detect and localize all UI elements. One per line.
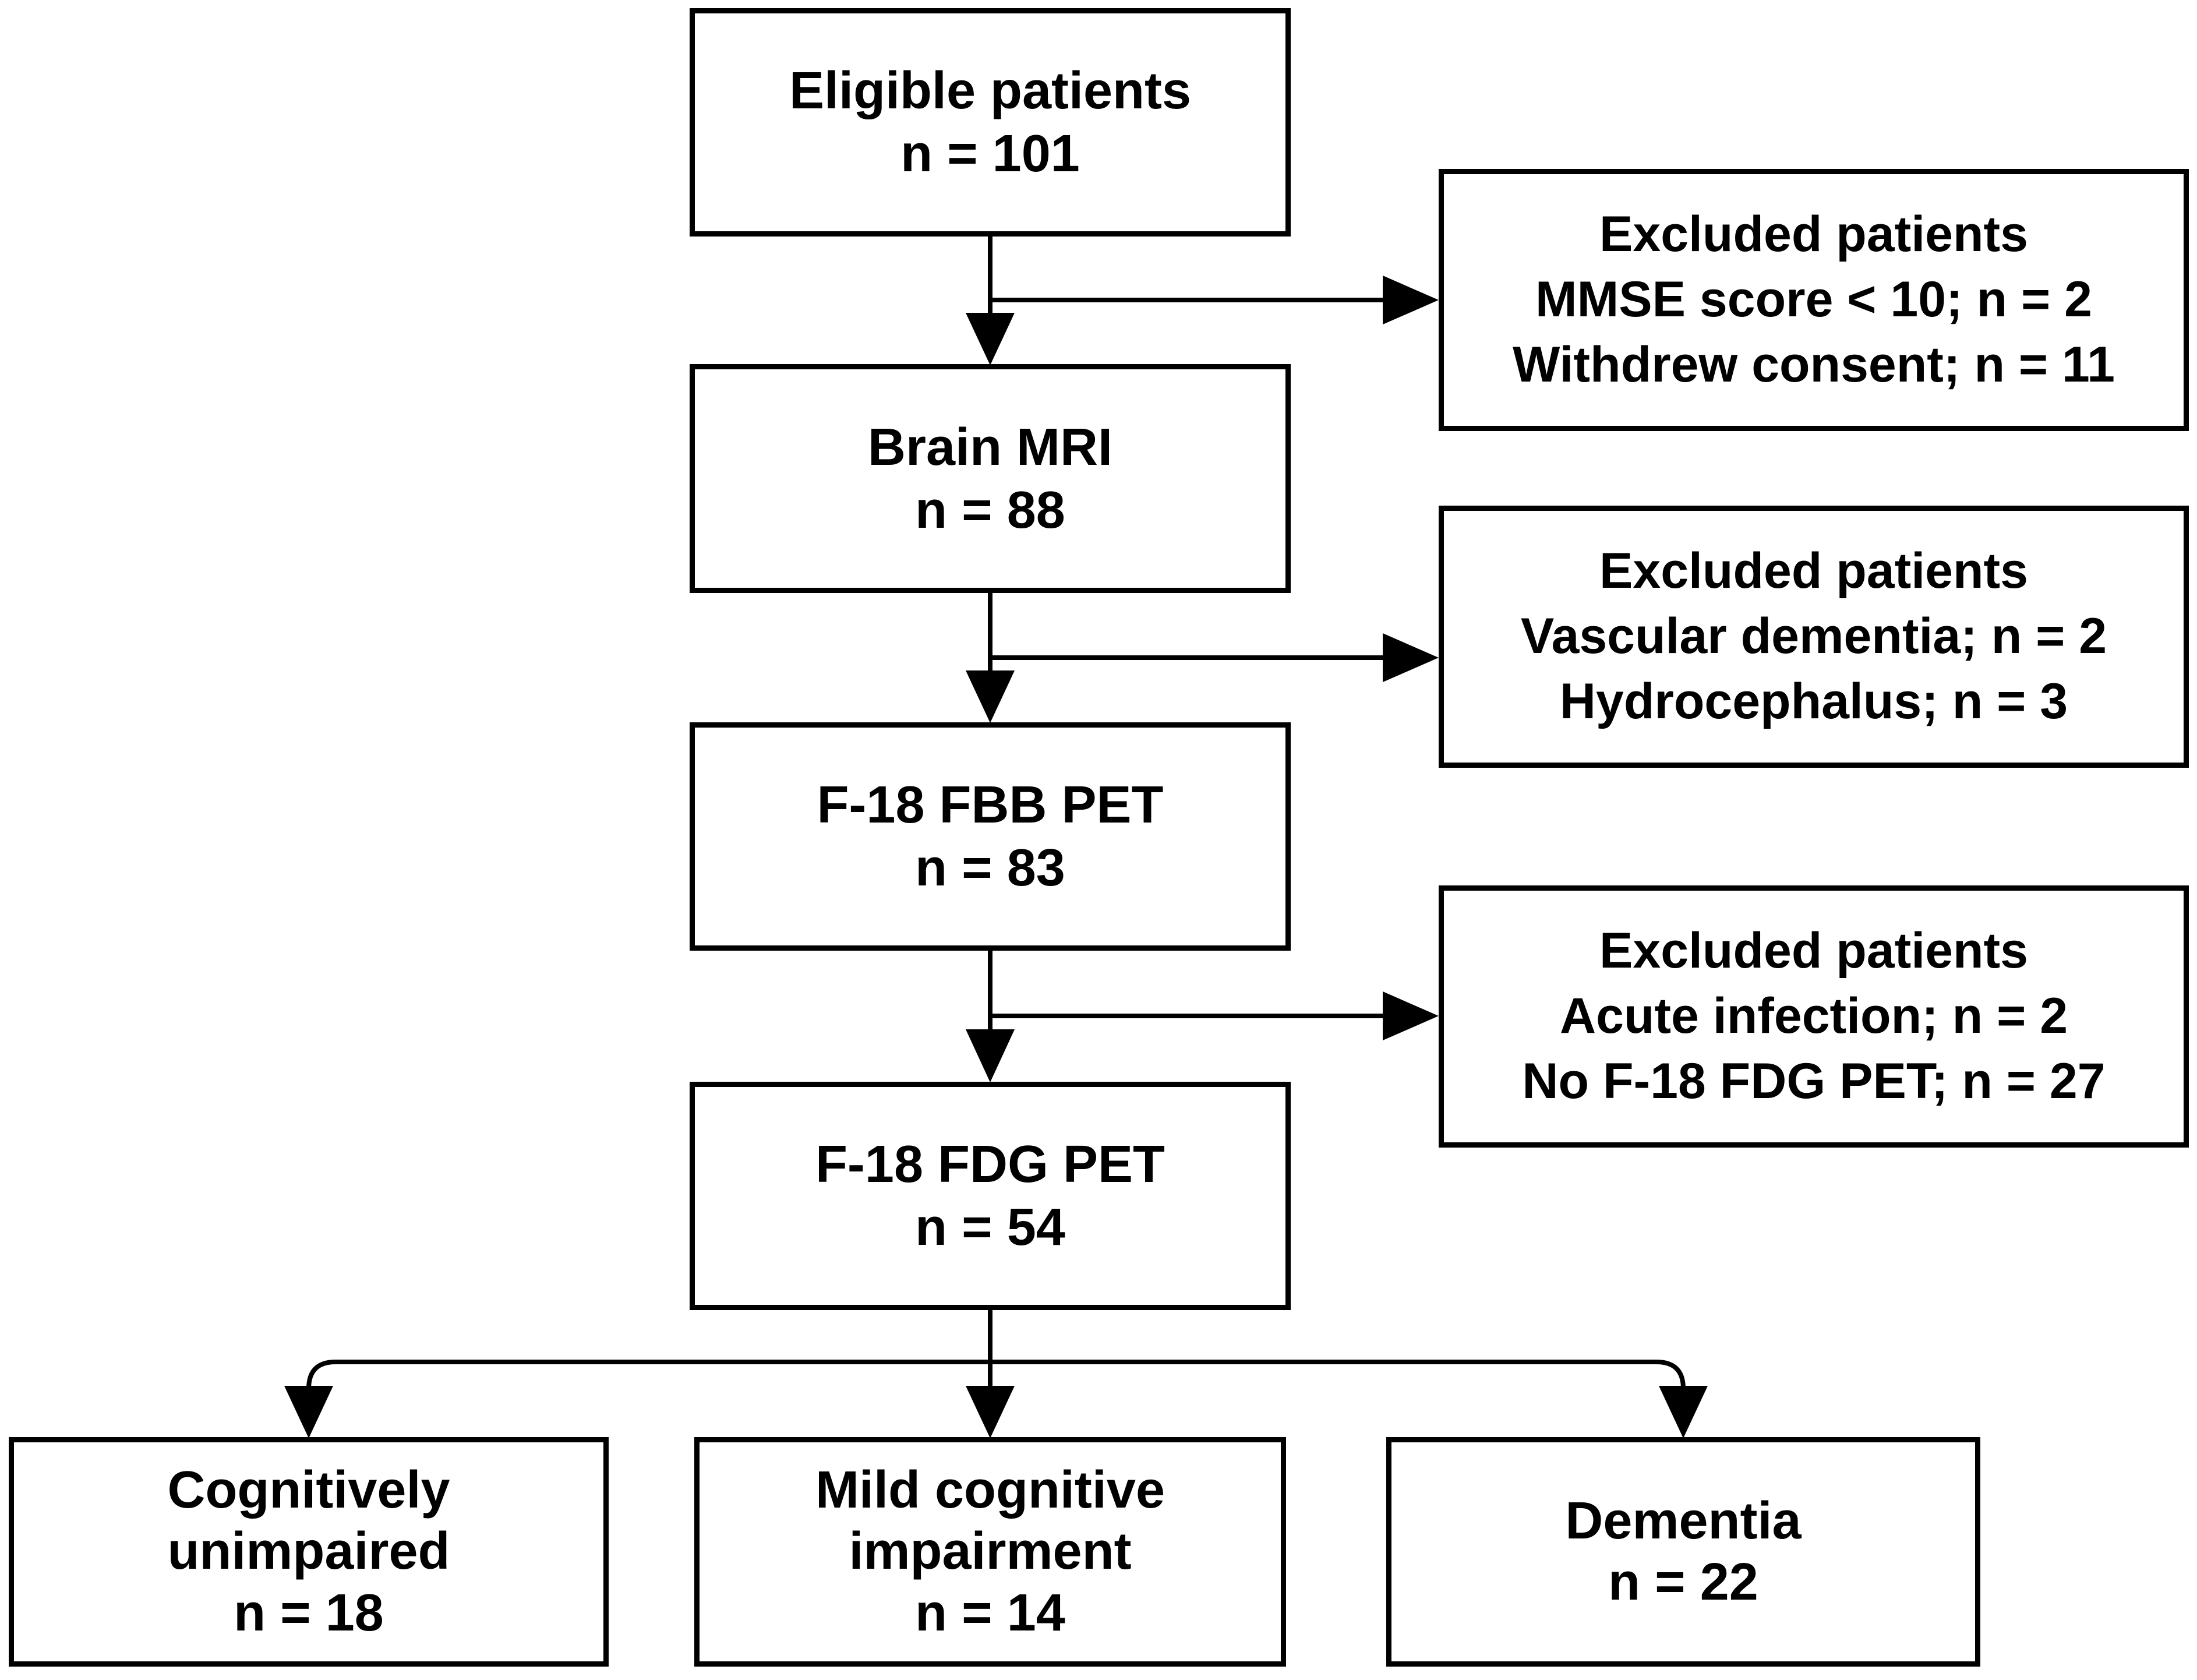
box-count: n = 101 [900, 125, 1080, 183]
box-label: F-18 FDG PET [815, 1135, 1165, 1194]
arrow-down-icon [966, 313, 1015, 365]
box-title: Excluded patients [1599, 543, 2028, 599]
box-title: Excluded patients [1599, 923, 2028, 979]
arrow-down-icon [966, 1029, 1015, 1082]
flow-box-eligible-patients: Eligible patients n = 101 [690, 8, 1291, 237]
exclusion-reason: Acute infection; n = 2 [1559, 988, 2068, 1044]
flow-box-excluded-3: Excluded patients Acute infection; n = 2… [1439, 885, 2189, 1148]
box-count: n = 18 [234, 1583, 384, 1642]
connector-stage-3 [988, 950, 1383, 1030]
connector-stage-1 [988, 235, 1383, 314]
box-label: Brain MRI [867, 418, 1113, 477]
flow-box-fdg-pet: F-18 FDG PET n = 54 [690, 1082, 1291, 1310]
connector-stage-2 [988, 592, 1383, 672]
box-label: Cognitively unimpaired [167, 1461, 450, 1581]
box-count: n = 22 [1608, 1553, 1758, 1611]
arrow-down-icon [284, 1386, 333, 1438]
box-title: Excluded patients [1599, 206, 2028, 263]
arrow-down-icon [1659, 1386, 1708, 1438]
exclusion-reason: Vascular dementia; n = 2 [1520, 608, 2107, 665]
flow-box-cognitively-unimpaired: Cognitively unimpaired n = 18 [9, 1437, 609, 1667]
box-count: n = 54 [915, 1198, 1065, 1257]
flow-box-excluded-1: Excluded patients MMSE score < 10; n = 2… [1439, 169, 2189, 431]
flow-box-dementia: Dementia n = 22 [1386, 1437, 1980, 1667]
arrow-down-icon [966, 1386, 1015, 1438]
arrow-right-icon [1383, 276, 1439, 324]
box-label: Mild cognitive impairment [815, 1461, 1165, 1581]
box-label: Eligible patients [789, 62, 1192, 120]
arrow-right-icon [1383, 991, 1439, 1040]
box-count: n = 83 [915, 839, 1065, 897]
exclusion-reason: MMSE score < 10; n = 2 [1535, 271, 2092, 328]
box-count: n = 88 [915, 481, 1065, 539]
connector-outcome-split [306, 1309, 1686, 1389]
exclusion-reason: Withdrew consent; n = 11 [1513, 336, 2115, 393]
flow-box-mild-cognitive-impairment: Mild cognitive impairment n = 14 [694, 1437, 1286, 1667]
flow-box-excluded-2: Excluded patients Vascular dementia; n =… [1439, 506, 2189, 768]
flow-box-brain-mri: Brain MRI n = 88 [690, 364, 1291, 593]
exclusion-reason: Hydrocephalus; n = 3 [1559, 673, 2068, 729]
box-label: F-18 FBB PET [817, 776, 1164, 834]
arrow-right-icon [1383, 633, 1439, 682]
flow-box-fbb-pet: F-18 FBB PET n = 83 [690, 722, 1291, 951]
box-label: Dementia [1565, 1491, 1802, 1550]
exclusion-reason: No F-18 FDG PET; n = 27 [1522, 1053, 2106, 1109]
box-count: n = 14 [915, 1583, 1065, 1642]
arrow-down-icon [966, 670, 1015, 723]
